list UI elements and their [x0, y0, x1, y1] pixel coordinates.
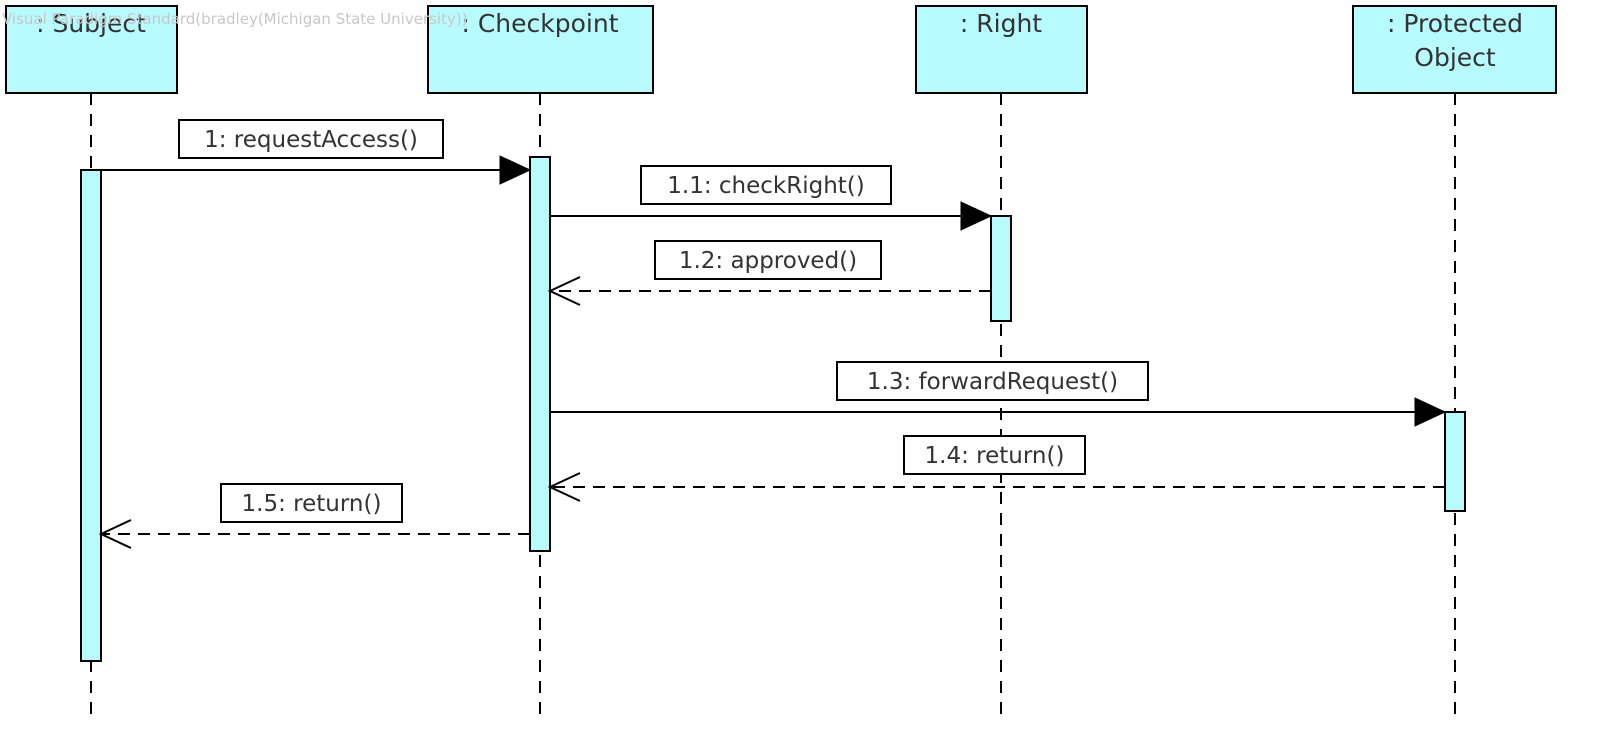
lifeline-subject[interactable]: : Subject	[5, 5, 178, 94]
message-m11[interactable]: 1.1: checkRight()	[550, 165, 993, 231]
message-m12-arrowhead	[547, 276, 581, 306]
message-m15[interactable]: 1.5: return()	[98, 483, 530, 549]
lifeline-protected-object-label: : Protected	[1387, 9, 1523, 38]
message-m15-arrowhead	[98, 519, 132, 549]
lifeline-right[interactable]: : Right	[915, 5, 1088, 94]
lifeline-right-label: : Right	[960, 9, 1042, 38]
lifeline-checkpoint-label: : Checkpoint	[461, 9, 618, 38]
message-m13-label: 1.3: forwardRequest()	[867, 369, 1118, 395]
lifeline-checkpoint-box	[427, 5, 654, 94]
watermark: Visual Paradigm Standard(bradley(Michiga…	[2, 10, 468, 28]
message-m1-label-box	[178, 119, 444, 159]
lifeline-right-box	[915, 5, 1088, 94]
message-m13[interactable]: 1.3: forwardRequest()	[550, 361, 1447, 427]
lifeline-checkpoint[interactable]: : Checkpoint	[427, 5, 654, 94]
message-m14-label-box	[903, 435, 1086, 475]
message-m11-label: 1.1: checkRight()	[667, 173, 865, 199]
message-m1-label: 1: requestAccess()	[204, 127, 418, 153]
lifeline-protected-object-box	[1352, 5, 1557, 94]
message-m14-arrowhead	[547, 472, 581, 502]
message-m13-label-box	[836, 361, 1149, 401]
message-m12[interactable]: 1.2: approved()	[547, 240, 991, 306]
messages: 1: requestAccess() 1.1: checkRight() 1.2: …	[98, 119, 1447, 549]
message-m1[interactable]: 1: requestAccess()	[101, 119, 532, 185]
lifeline-heads: : Subject : Checkpoint : Right : ProtectedO…	[5, 5, 1557, 94]
message-m14[interactable]: 1.4: return()	[547, 435, 1445, 502]
message-m12-label-box	[654, 240, 882, 280]
activation-bar-subject	[80, 169, 102, 662]
message-m11-arrowhead	[960, 201, 993, 231]
message-m11-label-box	[640, 165, 892, 205]
message-m13-arrowhead	[1414, 397, 1447, 427]
lifeline-subject-label: : Subject	[36, 9, 146, 38]
message-m15-label: 1.5: return()	[242, 491, 382, 517]
message-m15-label-box	[220, 483, 403, 523]
message-m1-arrowhead	[499, 155, 532, 185]
lifeline-subject-box	[5, 5, 178, 94]
activation-bars	[80, 156, 1466, 662]
activation-bar-checkpoint	[529, 156, 551, 552]
activation-bar-protected-object	[1444, 411, 1466, 512]
lifeline-protected-object-label: Object	[1414, 43, 1496, 72]
activation-bar-right	[990, 215, 1012, 322]
message-m14-label: 1.4: return()	[925, 443, 1065, 469]
message-m12-label: 1.2: approved()	[679, 248, 857, 274]
